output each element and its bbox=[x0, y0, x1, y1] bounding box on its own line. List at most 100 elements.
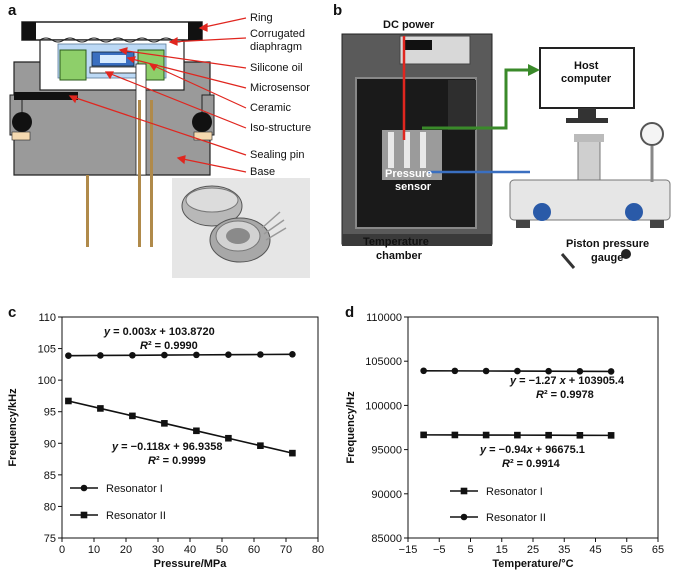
knob-right bbox=[625, 203, 643, 221]
y-tick-label: 100000 bbox=[365, 400, 402, 412]
sensor-photo-pin-c bbox=[265, 227, 287, 241]
x-tick-label: 45 bbox=[589, 544, 601, 556]
y-tick-label: 95000 bbox=[371, 445, 402, 457]
sealing-pin-2 bbox=[138, 100, 141, 247]
data-point bbox=[451, 367, 459, 375]
dc-power-display bbox=[404, 40, 432, 50]
y-tick-label: 85000 bbox=[371, 533, 402, 545]
legend-label: Resonator I bbox=[106, 483, 163, 495]
data-point bbox=[97, 405, 104, 412]
data-point bbox=[607, 368, 615, 375]
y-tick-label: 110000 bbox=[366, 312, 402, 324]
x-tick-label: 50 bbox=[216, 544, 228, 556]
o-ring-seat-left bbox=[11, 131, 31, 141]
data-point bbox=[514, 431, 521, 439]
y-axis-label: Frequency/kHz bbox=[7, 388, 19, 467]
label-temperature: Temperature bbox=[363, 236, 429, 248]
gauge-handle bbox=[560, 253, 576, 269]
fixture-rod-2 bbox=[404, 132, 410, 168]
label-ring: Ring bbox=[250, 12, 273, 24]
test-setup-diagram bbox=[341, 33, 671, 269]
knob-left bbox=[533, 203, 551, 221]
label-silicone-oil: Silicone oil bbox=[250, 62, 303, 74]
o-ring-right bbox=[192, 112, 212, 132]
pressure-dial bbox=[640, 122, 664, 146]
data-point bbox=[97, 352, 104, 359]
fixture-rod-1 bbox=[388, 132, 394, 168]
label-host: Host bbox=[574, 60, 599, 72]
legend-label: Resonator II bbox=[106, 510, 166, 522]
label-sensor: sensor bbox=[395, 181, 432, 193]
label-base: Base bbox=[250, 166, 276, 178]
label-ceramic: Ceramic bbox=[250, 102, 291, 114]
r-squared-label: R² = 0.9914 bbox=[502, 458, 561, 470]
o-ring-left bbox=[12, 112, 32, 132]
host-computer-foot bbox=[566, 118, 608, 123]
sensor-photo-top-1 bbox=[185, 187, 239, 213]
series-line bbox=[68, 400, 293, 454]
regression-equation: y = −0.118x + 96.9358 bbox=[111, 441, 222, 453]
label-iso-structure: Iso-structure bbox=[250, 122, 312, 134]
sensor-cross-section-diagram bbox=[9, 17, 310, 278]
label-computer: computer bbox=[561, 73, 612, 85]
y-axis-label: Frequency/Hz bbox=[345, 391, 357, 464]
sensor-photo-pin-a bbox=[261, 211, 281, 229]
data-point bbox=[451, 431, 459, 439]
label-dc-power: DC power bbox=[383, 19, 435, 31]
label-gauge: gauge bbox=[591, 252, 624, 264]
regression-equation: y = −0.94x + 96675.1 bbox=[479, 444, 585, 456]
regression-equation: y = −1.27 x + 103905.4 bbox=[509, 375, 625, 387]
data-point bbox=[65, 397, 72, 405]
x-tick-label: −5 bbox=[433, 544, 446, 556]
sealing-pin-1 bbox=[86, 175, 89, 247]
panel-letter-a: a bbox=[8, 2, 17, 19]
y-tick-label: 105000 bbox=[365, 356, 402, 368]
data-point bbox=[161, 420, 168, 427]
x-tick-label: −15 bbox=[399, 544, 418, 556]
data-point bbox=[514, 367, 521, 375]
data-point bbox=[289, 449, 296, 457]
sealing-bar bbox=[14, 92, 78, 100]
label-corrugated: Corrugated bbox=[250, 28, 306, 40]
y-tick-label: 90 bbox=[44, 438, 56, 450]
x-tick-label: 60 bbox=[248, 544, 260, 556]
host-computer-monitor bbox=[539, 47, 635, 109]
data-point bbox=[482, 431, 490, 439]
data-point bbox=[607, 432, 615, 439]
y-tick-label: 110 bbox=[38, 312, 56, 324]
data-point bbox=[65, 352, 72, 359]
x-tick-label: 30 bbox=[152, 544, 164, 556]
plot-frame bbox=[407, 316, 659, 539]
data-point bbox=[257, 442, 264, 449]
x-tick-label: 40 bbox=[184, 544, 196, 556]
piston-gauge-column bbox=[577, 139, 601, 181]
r-squared-label: R² = 0.9990 bbox=[140, 340, 198, 352]
r-squared-label: R² = 0.9978 bbox=[536, 389, 594, 401]
x-tick-label: 70 bbox=[280, 544, 292, 556]
label-diaphragm: diaphragm bbox=[250, 41, 302, 53]
ring-right-block bbox=[188, 22, 202, 40]
data-point bbox=[161, 351, 168, 359]
x-tick-label: 5 bbox=[467, 544, 473, 556]
x-tick-label: 35 bbox=[558, 544, 570, 556]
data-point bbox=[193, 427, 200, 435]
x-tick-label: 55 bbox=[621, 544, 633, 556]
fixture-rod-3 bbox=[420, 132, 426, 168]
data-point bbox=[225, 434, 232, 442]
data-point bbox=[576, 431, 584, 439]
y-tick-label: 90000 bbox=[371, 489, 402, 501]
callout-arrows bbox=[68, 17, 247, 173]
gauge-leg-left bbox=[516, 220, 530, 228]
green-data-wire bbox=[422, 68, 530, 130]
gauge-leg-right bbox=[650, 220, 664, 228]
data-point bbox=[545, 431, 552, 439]
data-point bbox=[129, 412, 136, 420]
green-arrowhead bbox=[528, 64, 540, 76]
r-squared-label: R² = 0.9999 bbox=[148, 455, 206, 467]
chamber-base bbox=[342, 234, 492, 246]
data-point bbox=[545, 367, 552, 375]
label-piston-pressure: Piston pressure bbox=[566, 238, 650, 250]
label-microsensor: Microsensor bbox=[250, 82, 310, 94]
x-tick-label: 10 bbox=[88, 544, 100, 556]
